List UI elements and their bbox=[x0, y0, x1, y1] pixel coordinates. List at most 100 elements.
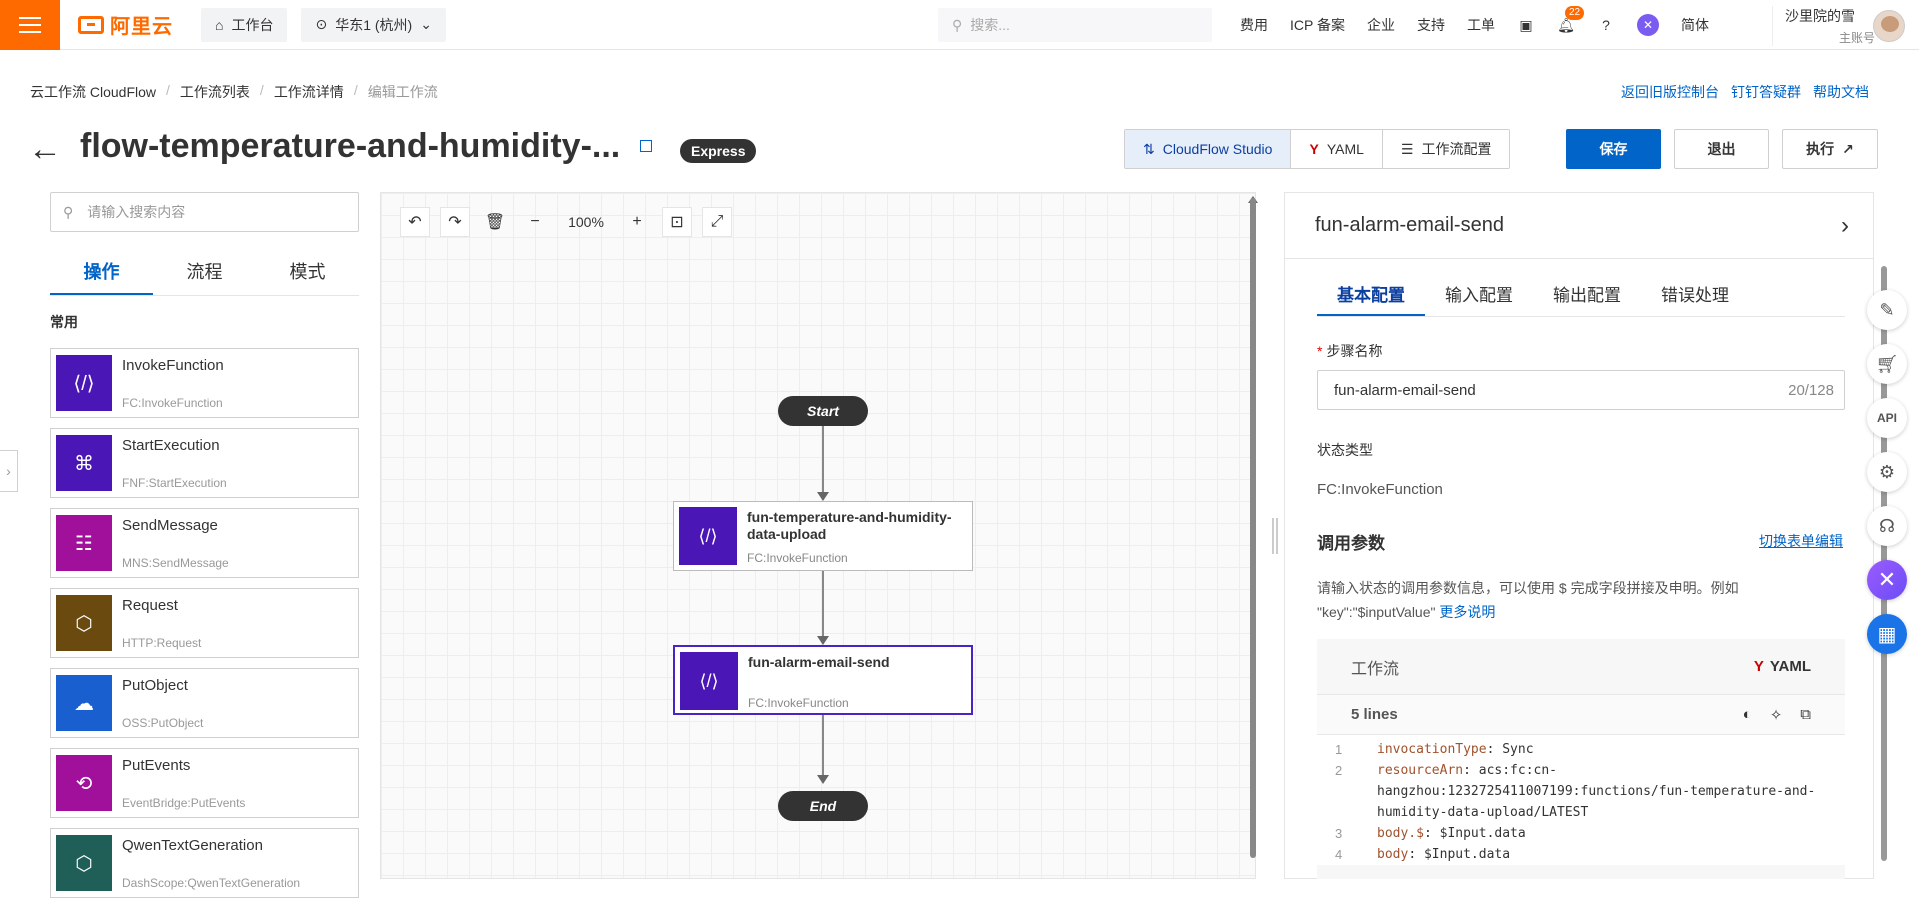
yaml-key: invocationType bbox=[1377, 742, 1487, 757]
language-switch[interactable]: 简体 bbox=[1680, 17, 1709, 33]
collapse-chevron-icon[interactable]: › bbox=[1841, 211, 1849, 239]
chevron-down-icon: ⌄ bbox=[420, 16, 432, 32]
aliyun-logo[interactable]: 阿里云 bbox=[78, 10, 173, 39]
cart-icon[interactable]: 🛒︎ bbox=[1867, 344, 1907, 384]
link-dingtalk-group[interactable]: 钉钉答疑群 bbox=[1731, 84, 1801, 100]
message-icon: ☷ bbox=[56, 515, 112, 571]
back-arrow-icon[interactable]: ← bbox=[28, 130, 62, 168]
copy-icon[interactable] bbox=[640, 140, 652, 152]
function-icon: ⟨/⟩ bbox=[56, 355, 112, 411]
menu-icon bbox=[19, 23, 41, 26]
bell-icon[interactable]: 🔔︎22 bbox=[1557, 6, 1585, 34]
link-support[interactable]: 支持 bbox=[1416, 17, 1445, 33]
zoom-out-icon[interactable]: − bbox=[530, 213, 540, 230]
help-icon[interactable]: ? bbox=[1602, 17, 1610, 33]
arrow-icon bbox=[817, 492, 829, 501]
studio-icon: ⇅ bbox=[1143, 140, 1155, 157]
top-links: 费用 ICP 备案 企业 支持 工单 ▣ 🔔︎22 ? ✕ 简体 bbox=[1240, 0, 1709, 50]
fullscreen-icon[interactable]: ⤢ bbox=[702, 207, 732, 237]
yaml-button[interactable]: Y YAML bbox=[1291, 130, 1383, 168]
redo-icon[interactable]: ↷ bbox=[440, 207, 470, 237]
canvas-scrollbar[interactable] bbox=[1250, 198, 1256, 858]
theme-toggle-icon[interactable]: ◐ bbox=[1742, 705, 1752, 723]
switch-form-link[interactable]: 切换表单编辑 bbox=[1759, 533, 1843, 549]
home-icon: ⌂ bbox=[215, 16, 224, 33]
headset-icon[interactable]: ☊ bbox=[1867, 506, 1907, 546]
action-search-input[interactable]: ⚲ 请输入搜索内容 bbox=[50, 192, 359, 232]
terminal-icon[interactable]: ▣ bbox=[1519, 16, 1533, 33]
tab-basic-config[interactable]: 基本配置 bbox=[1317, 271, 1425, 316]
region-select[interactable]: ⊙ 华东1 (杭州) ⌄ bbox=[301, 7, 446, 42]
action-name: StartExecution bbox=[122, 437, 220, 454]
cube-icon: ⬡ bbox=[56, 835, 112, 891]
user-menu[interactable]: 沙里院的雪 主账号 bbox=[1772, 6, 1919, 46]
api-icon[interactable]: API bbox=[1867, 398, 1907, 438]
line-count: 5 lines bbox=[1351, 706, 1398, 723]
undo-icon[interactable]: ↶ bbox=[400, 207, 430, 237]
hamburger-menu-button[interactable] bbox=[0, 0, 60, 50]
code-toolbar: 5 lines ◐ ✧ ⧉ bbox=[1317, 695, 1845, 735]
settings-icon[interactable]: ⚙ bbox=[1867, 452, 1907, 492]
search-icon: ⚲ bbox=[63, 203, 74, 220]
step-name-input[interactable]: fun-alarm-email-send 20/128 bbox=[1317, 370, 1845, 410]
exit-button[interactable]: 退出 bbox=[1674, 129, 1769, 169]
function-icon: ⟨/⟩ bbox=[679, 507, 737, 565]
flow-node-selected[interactable]: ⟨/⟩ fun-alarm-email-send FC:InvokeFuncti… bbox=[673, 645, 973, 715]
yaml-key: resourceArn bbox=[1377, 763, 1464, 778]
action-name: InvokeFunction bbox=[122, 357, 224, 374]
breadcrumb-workflow-detail[interactable]: 工作流详情 bbox=[273, 84, 344, 100]
action-type: EventBridge:PutEvents bbox=[122, 796, 246, 810]
ai-assistant-icon[interactable]: ✕ bbox=[1867, 560, 1907, 600]
execute-button[interactable]: 执行 ↗ bbox=[1782, 129, 1878, 169]
apps-grid-icon[interactable]: ▦ bbox=[1867, 614, 1907, 654]
ai-assistant-icon[interactable]: ✕ bbox=[1636, 14, 1659, 36]
tab-output-config[interactable]: 输出配置 bbox=[1553, 286, 1621, 305]
workflow-config-button[interactable]: ☰ 工作流配置 bbox=[1382, 130, 1510, 168]
node-name: fun-alarm-email-send bbox=[748, 654, 890, 670]
copy-icon[interactable]: ⧉ bbox=[1800, 705, 1811, 723]
workbench-button[interactable]: ⌂ 工作台 bbox=[201, 7, 288, 42]
avatar bbox=[1873, 10, 1905, 42]
delete-icon[interactable]: 🗑︎ bbox=[484, 214, 506, 231]
link-billing[interactable]: 费用 bbox=[1240, 17, 1268, 33]
link-help-docs[interactable]: 帮助文档 bbox=[1813, 84, 1869, 100]
zoom-in-icon[interactable]: + bbox=[632, 213, 642, 230]
tab-error-handling[interactable]: 错误处理 bbox=[1661, 286, 1729, 305]
cloudflow-studio-button[interactable]: ⇅ CloudFlow Studio bbox=[1125, 130, 1292, 168]
top-bar: 阿里云 ⌂ 工作台 ⊙ 华东1 (杭州) ⌄ ⚲ 搜索... 费用 ICP 备案… bbox=[0, 0, 1919, 50]
tab-actions[interactable]: 操作 bbox=[50, 250, 153, 295]
state-type-value: FC:InvokeFunction bbox=[1317, 481, 1443, 498]
global-search-input[interactable]: ⚲ 搜索... bbox=[938, 8, 1212, 42]
more-info-link[interactable]: 更多说明 bbox=[1439, 604, 1496, 620]
link-old-console[interactable]: 返回旧版控制台 bbox=[1621, 84, 1719, 100]
start-node[interactable]: Start bbox=[778, 396, 868, 426]
flow-node[interactable]: ⟨/⟩ fun-temperature-and-humidity-data-up… bbox=[673, 501, 973, 571]
end-node[interactable]: End bbox=[778, 791, 868, 821]
breadcrumb-workflow-list[interactable]: 工作流列表 bbox=[179, 84, 250, 100]
expand-sidebar-button[interactable]: › bbox=[0, 450, 18, 492]
save-button[interactable]: 保存 bbox=[1566, 129, 1661, 169]
tab-patterns[interactable]: 模式 bbox=[289, 262, 326, 282]
tab-flow[interactable]: 流程 bbox=[186, 262, 223, 282]
panel-resize-handle[interactable] bbox=[1272, 518, 1278, 554]
link-icp[interactable]: ICP 备案 bbox=[1290, 17, 1345, 33]
link-enterprise[interactable]: 企业 bbox=[1366, 17, 1395, 33]
tab-input-config[interactable]: 输入配置 bbox=[1445, 286, 1513, 305]
format-wand-icon[interactable]: ✧ bbox=[1769, 706, 1783, 724]
fit-view-icon[interactable]: ⊡ bbox=[662, 207, 692, 237]
cloud-icon: ☁ bbox=[56, 675, 112, 731]
edit-icon[interactable]: ✎ bbox=[1867, 290, 1907, 330]
link-ticket[interactable]: 工单 bbox=[1466, 17, 1495, 33]
panel-title: fun-alarm-email-send bbox=[1315, 214, 1504, 236]
breadcrumb-cloudflow[interactable]: 云工作流 CloudFlow bbox=[30, 84, 157, 100]
